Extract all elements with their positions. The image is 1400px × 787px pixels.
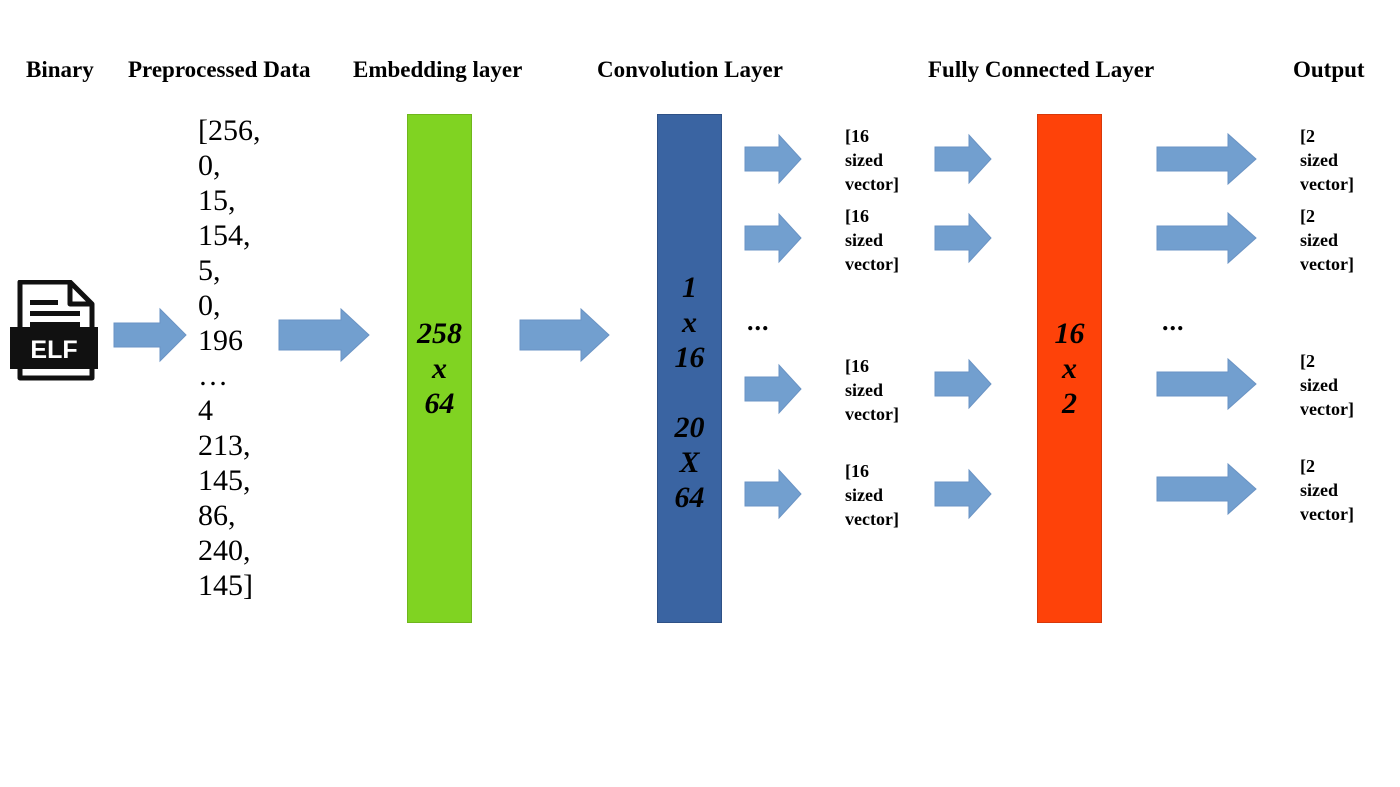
embedding-layer-block: 258 x 64 (407, 114, 472, 623)
convolution-layer-block: 1 x 16 20 X 64 (657, 114, 722, 623)
fully-connected-layer-block: 16 x 2 (1037, 114, 1102, 623)
preprocessed-value: 213, (198, 429, 251, 462)
embedding-dimensions: 258 x 64 (417, 317, 462, 420)
preprocessed-value: 0, (198, 289, 221, 322)
arrow-to-fc-1 (934, 133, 992, 185)
preprocessed-value: … (198, 359, 228, 392)
preprocessed-value: 86, (198, 499, 236, 532)
arrow-fc-output-2 (1156, 211, 1257, 265)
preprocessed-value: 196 (198, 324, 243, 357)
arrow-to-fc-2 (934, 212, 992, 264)
elf-file-icon: ELF (10, 280, 98, 381)
arrow-conv-output-2 (744, 212, 802, 264)
convolution-dimensions: 1 x 16 20 X 64 (674, 271, 705, 514)
arrow-conv-output-4 (744, 468, 802, 520)
preprocessed-value: 145, (198, 464, 251, 497)
output-vector-3: [2 sized vector] (1300, 351, 1354, 419)
header-fully-connected-layer: Fully Connected Layer (928, 57, 1155, 82)
output-ellipsis: ... (1162, 307, 1185, 336)
arrow-fc-output-4 (1156, 462, 1257, 516)
conv-output-vector-4: [16 sized vector] (845, 461, 899, 529)
header-binary: Binary (26, 57, 94, 82)
output-vector-1: [2 sized vector] (1300, 126, 1354, 194)
fully-connected-dimensions: 16 x 2 (1054, 317, 1085, 420)
preprocessed-value: 15, (198, 184, 236, 217)
header-preprocessed-data: Preprocessed Data (128, 57, 311, 82)
arrow-preprocessed-to-embedding (278, 307, 370, 363)
elf-label: ELF (30, 336, 77, 364)
preprocessed-value: 4 (198, 394, 213, 427)
conv-output-vector-3: [16 sized vector] (845, 356, 899, 424)
header-embedding-layer: Embedding layer (353, 57, 523, 82)
preprocessed-value: 154, (198, 219, 251, 252)
preprocessed-value: 5, (198, 254, 221, 287)
preprocessed-value: 240, (198, 534, 251, 567)
conv-output-vector-2: [16 sized vector] (845, 206, 899, 274)
header-output: Output (1293, 57, 1365, 82)
arrow-to-fc-4 (934, 468, 992, 520)
arrow-fc-output-3 (1156, 357, 1257, 411)
preprocessed-value: [256, (198, 114, 261, 147)
conv-ellipsis: ... (747, 307, 770, 336)
preprocessed-value: 0, (198, 149, 221, 182)
arrow-fc-output-1 (1156, 132, 1257, 186)
arrow-to-fc-3 (934, 358, 992, 410)
conv-output-vector-1: [16 sized vector] (845, 126, 899, 194)
arrow-binary-to-preprocessed (113, 307, 187, 363)
output-vector-2: [2 sized vector] (1300, 206, 1354, 274)
header-convolution-layer: Convolution Layer (597, 57, 783, 82)
arrow-conv-output-1 (744, 133, 802, 185)
output-vector-4: [2 sized vector] (1300, 456, 1354, 524)
arrow-embedding-to-convolution (519, 307, 610, 363)
arrow-conv-output-3 (744, 363, 802, 415)
preprocessed-value: 145] (198, 569, 253, 602)
